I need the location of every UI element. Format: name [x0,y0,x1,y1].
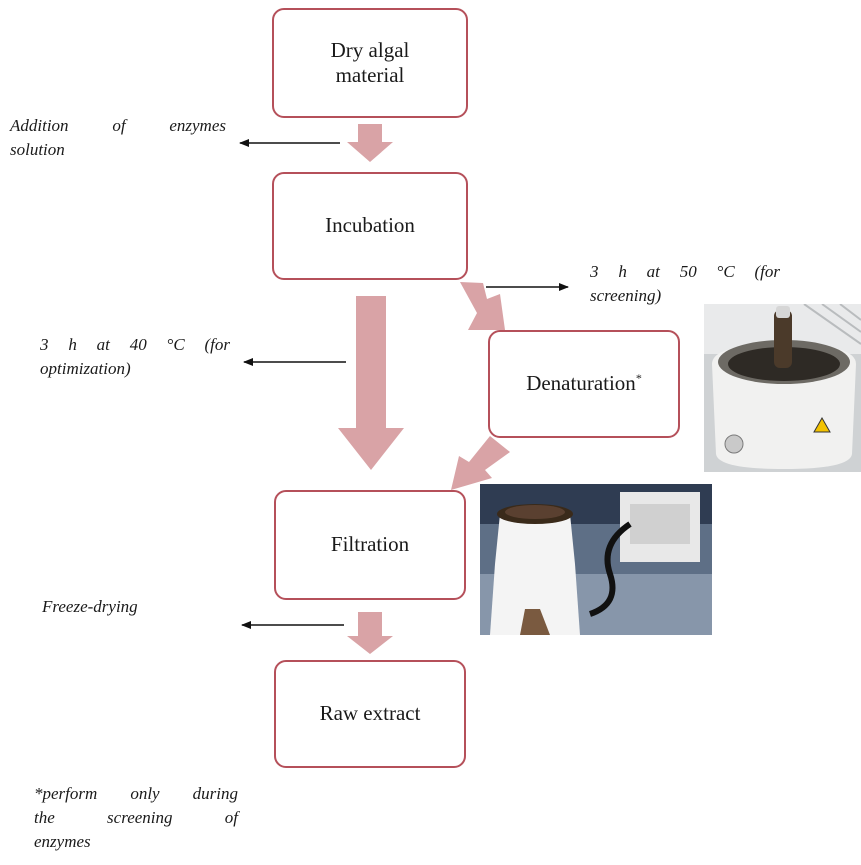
node-incubation: Incubation [272,172,468,280]
note-screening-line1: 3 h at 50 °C (for [590,262,780,281]
footnote-line2: the screening of [34,807,238,827]
flow-arrow-incubation-to-denaturation [460,282,505,330]
node-denaturation: Denaturation* [488,330,680,438]
note-optimization: 3 h at 40 °C (for optimization) [40,333,230,381]
node-dry-algal-material: Dry algal material [272,8,468,118]
note-enzymes-line2: solution [10,139,65,159]
node-denaturation-label: Denaturation [526,371,636,396]
note-enzymes-addition: Addition of enzymes solution [10,114,226,162]
node-denaturation-mark: * [635,371,642,386]
photo-filtration-setup [480,484,712,635]
flow-arrow-dry-to-incubation [347,124,393,162]
flow-arrow-filtration-to-raw [347,612,393,654]
node-raw-extract-label: Raw extract [319,701,421,726]
note-freeze-text: Freeze-drying [42,597,138,616]
note-enzymes-line1: Addition of enzymes [10,116,226,135]
node-filtration-label: Filtration [330,532,410,557]
node-incubation-label: Incubation [325,213,415,238]
note-optimization-line2: optimization) [40,358,131,378]
note-freeze-drying: Freeze-drying [42,595,138,619]
node-raw-extract: Raw extract [274,660,466,768]
note-screening: 3 h at 50 °C (for screening) [590,260,780,308]
node-dry-line1: Dry algal [330,37,410,62]
node-dry-line2: material [335,63,405,87]
footnote-line1: *perform only during [34,784,238,803]
footnote: *perform only during the screening of en… [34,782,238,853]
node-filtration: Filtration [274,490,466,600]
flow-arrow-denaturation-to-filtration [451,436,510,490]
note-screening-line2: screening) [590,285,662,305]
note-optimization-line1: 3 h at 40 °C (for [40,335,230,354]
flow-arrow-incubation-to-filtration [338,296,404,470]
photo-water-bath [704,304,861,472]
footnote-line3: enzymes [34,831,91,851]
